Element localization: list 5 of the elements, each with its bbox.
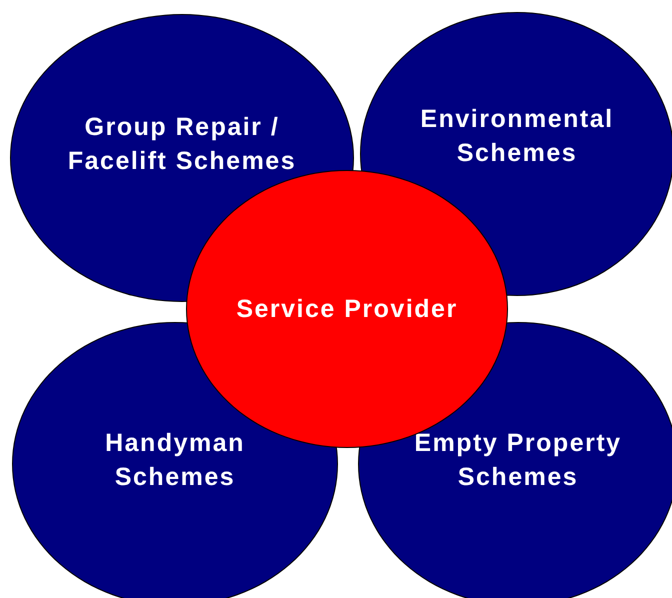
ellipse-label: Service Provider: [236, 294, 458, 325]
ellipse-label: Group Repair / Facelift Schemes: [66, 112, 298, 177]
ellipse-label: Empty Property Schemes: [413, 428, 623, 493]
ellipse-label: Handyman Schemes: [104, 428, 246, 493]
ellipse-label: Environmental Schemes: [419, 104, 615, 169]
